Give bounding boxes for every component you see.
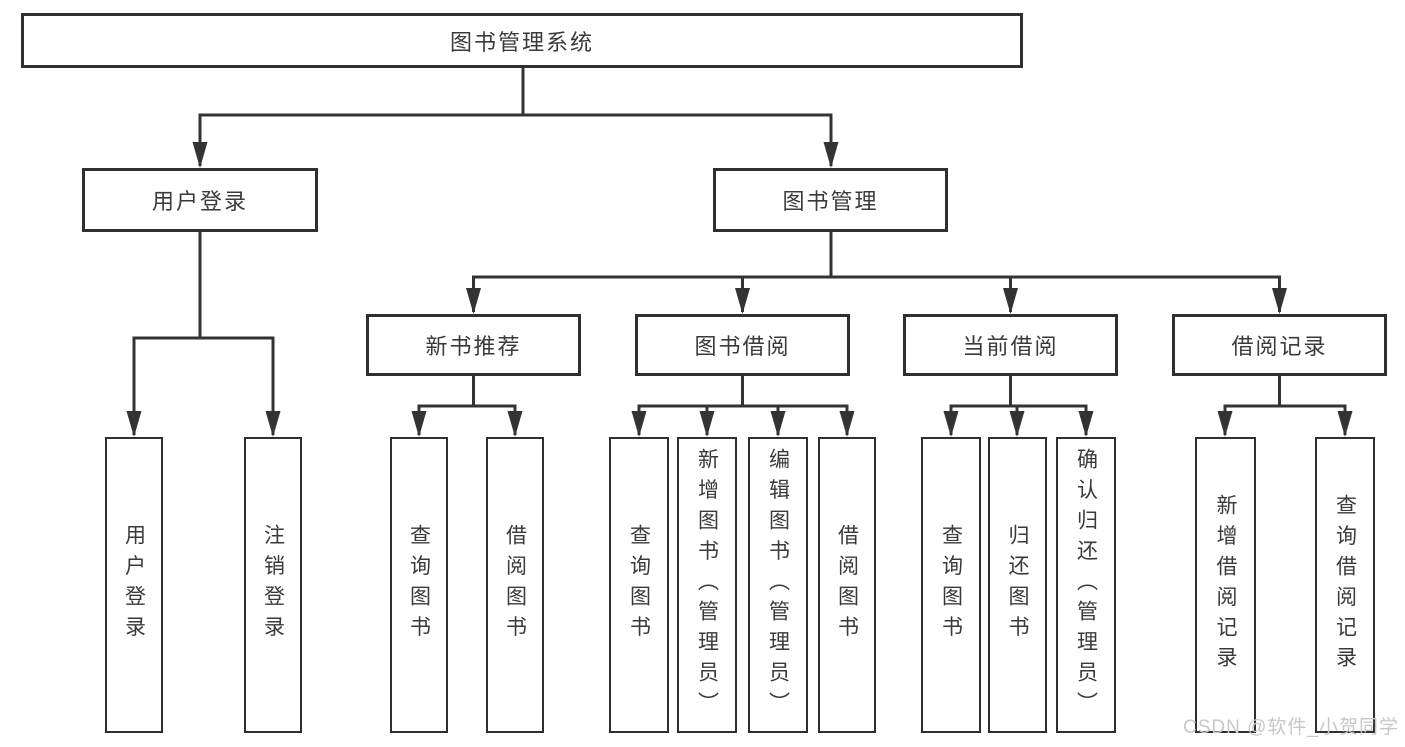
leaf-borrow-books-recommend: 借阅图书 (486, 437, 544, 733)
arrowhead-icon (1272, 288, 1287, 314)
node-new-book-recommend: 新书推荐 (366, 314, 581, 376)
connector-root-branch (192, 68, 839, 168)
connector-current-borrow-branch (943, 376, 1094, 437)
node-label: 确认归还（管理员） (1074, 447, 1098, 723)
node-label: 借阅图书 (503, 524, 527, 646)
arrowhead-icon (192, 142, 208, 168)
leaf-return-book: 归还图书 (988, 437, 1047, 733)
arrowhead-icon (1217, 411, 1233, 437)
arrowhead-icon (770, 411, 786, 437)
leaf-edit-book-admin: 编辑图书（管理员） (748, 437, 808, 733)
leaf-query-books-borrow: 查询图书 (609, 437, 669, 733)
node-label: 查询借阅记录 (1333, 493, 1357, 677)
node-current-borrow: 当前借阅 (903, 314, 1118, 376)
csdn-watermark: CSDN @软件_小贺同学 (1183, 717, 1399, 738)
node-label: 图书借阅 (694, 334, 791, 359)
arrowhead-icon (1078, 411, 1094, 437)
node-label: 用户登录 (122, 524, 146, 646)
node-label: 新书推荐 (425, 334, 522, 359)
node-book-management: 图书管理 (713, 168, 948, 232)
leaf-add-borrow-record: 新增借阅记录 (1195, 437, 1256, 733)
arrowhead-icon (466, 288, 481, 314)
node-label: 编辑图书（管理员） (766, 447, 790, 723)
node-label: 查询图书 (627, 524, 651, 646)
connector-borrow-records-branch (1217, 376, 1353, 437)
node-label: 当前借阅 (962, 334, 1059, 359)
leaf-logout-login: 注销登录 (244, 437, 302, 733)
node-user-login: 用户登录 (82, 168, 318, 232)
node-label: 注销登录 (261, 524, 285, 646)
leaf-query-borrow-record: 查询借阅记录 (1315, 437, 1375, 733)
node-label: 查询图书 (407, 524, 431, 646)
arrowhead-icon (126, 411, 142, 437)
arrowhead-icon (823, 142, 839, 168)
arrowhead-icon (1009, 411, 1025, 437)
arrowhead-icon (507, 411, 523, 437)
arrowhead-icon (735, 288, 750, 314)
leaf-add-book-admin: 新增图书（管理员） (677, 437, 737, 733)
node-borrow-records: 借阅记录 (1172, 314, 1387, 376)
leaf-query-books-current: 查询图书 (921, 437, 981, 733)
leaf-borrow-books: 借阅图书 (818, 437, 876, 733)
node-label: 用户登录 (151, 189, 248, 214)
leaf-user-login: 用户登录 (105, 437, 163, 733)
arrowhead-icon (699, 411, 715, 437)
connector-user-login-branch (126, 232, 281, 437)
leaf-query-books-recommend: 查询图书 (390, 437, 448, 733)
arrowhead-icon (1003, 288, 1018, 314)
arrowhead-icon (1337, 411, 1353, 437)
arrowhead-icon (265, 411, 281, 437)
arrowhead-icon (411, 411, 427, 437)
node-root-system: 图书管理系统 (21, 13, 1023, 68)
connector-new-book-branch (411, 376, 523, 437)
node-label: 新增图书（管理员） (695, 447, 719, 723)
arrowhead-icon (943, 411, 959, 437)
arrowhead-icon (631, 411, 647, 437)
node-book-borrow: 图书借阅 (635, 314, 850, 376)
node-label: 查询图书 (939, 524, 963, 646)
node-label: 图书管理 (782, 189, 879, 214)
node-label: 归还图书 (1006, 524, 1029, 646)
node-label: 新增借阅记录 (1214, 493, 1237, 677)
leaf-confirm-return-admin: 确认归还（管理员） (1056, 437, 1116, 733)
node-label: 借阅图书 (835, 524, 859, 646)
node-label: 借阅记录 (1231, 334, 1328, 359)
arrowhead-icon (839, 411, 855, 437)
node-label: 图书管理系统 (449, 29, 594, 55)
connector-book-borrow-branch (631, 376, 855, 437)
connector-book-management-branch (466, 232, 1287, 314)
